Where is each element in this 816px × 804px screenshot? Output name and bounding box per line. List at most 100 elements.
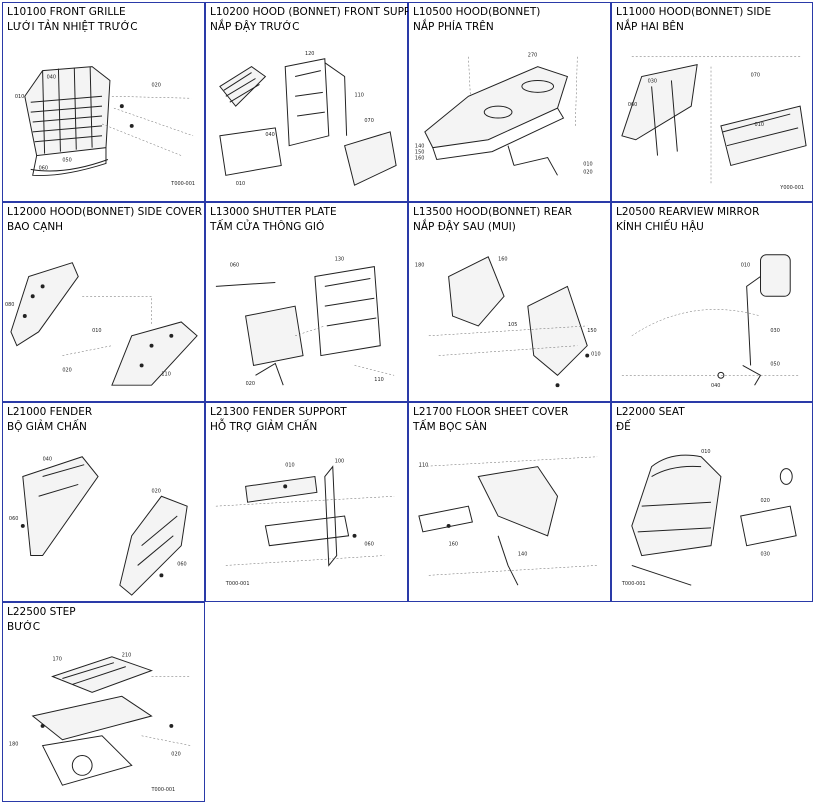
catalog-cell-floor-sheet-cover[interactable]: L21700 FLOOR SHEET COVER TẤM BỌC SÀN 110… — [408, 402, 611, 602]
svg-text:010: 010 — [755, 122, 764, 128]
catalog-cell-hood-front-support[interactable]: L10200 HOOD (BONNET) FRONT SUPPO NẮP ĐẬY… — [205, 2, 419, 202]
part-code-title: L21000 FENDER — [7, 406, 93, 418]
part-vietnamese-title: NẮP HAI BÊN — [616, 21, 684, 33]
svg-text:105: 105 — [508, 322, 517, 328]
catalog-cell-hood-side[interactable]: L11000 HOOD(BONNET) SIDE NẮP HAI BÊN 030… — [611, 2, 813, 202]
svg-text:110: 110 — [355, 92, 364, 98]
svg-text:030: 030 — [770, 328, 779, 334]
part-code-title: L10500 HOOD(BONNET) — [413, 6, 541, 18]
part-vietnamese-title: HỖ TRỢ GIẢM CHẤN — [210, 421, 318, 433]
part-vietnamese-title: BỘ GIẢM CHẤN — [7, 421, 87, 433]
part-code-title: L12000 HOOD(BONNET) SIDE COVER — [7, 206, 203, 218]
svg-text:210: 210 — [122, 653, 131, 659]
part-vietnamese-title: NẮP ĐẬY SAU (MUI) — [413, 221, 516, 233]
svg-text:070: 070 — [364, 118, 373, 124]
svg-text:010: 010 — [15, 94, 24, 100]
svg-text:110: 110 — [419, 463, 428, 469]
svg-text:120: 120 — [305, 51, 314, 57]
part-code-title: L22500 STEP — [7, 606, 76, 618]
part-code-title: L22000 SEAT — [616, 406, 685, 418]
floor-sheet-cover-diagram: 110 160 140 — [418, 456, 598, 586]
svg-text:010: 010 — [236, 181, 245, 187]
part-vietnamese-title: NẮP ĐẬY TRƯỚC — [210, 21, 300, 33]
svg-text:030: 030 — [648, 78, 657, 84]
svg-text:060: 060 — [628, 102, 637, 108]
part-vietnamese-title: TẤM BỌC SÀN — [413, 421, 488, 433]
catalog-cell-fender-support[interactable]: L21300 FENDER SUPPORT HỖ TRỢ GIẢM CHẤN 0… — [205, 402, 408, 602]
svg-text:180: 180 — [415, 263, 424, 269]
svg-text:010: 010 — [285, 463, 294, 469]
svg-text:170: 170 — [53, 657, 62, 663]
svg-text:010: 010 — [741, 263, 750, 269]
hood-rear-diagram: 180 160 105 150 010 — [415, 256, 601, 388]
svg-text:150: 150 — [587, 328, 596, 334]
svg-text:040: 040 — [43, 457, 52, 463]
catalog-cell-hood-rear[interactable]: L13500 HOOD(BONNET) REAR NẮP ĐẬY SAU (MU… — [408, 202, 611, 402]
svg-text:140: 140 — [518, 552, 527, 558]
svg-text:060: 060 — [9, 516, 18, 522]
hood-side-cover-diagram: 080 010 020 110 — [5, 262, 198, 386]
part-vietnamese-title: NẮP PHÍA TRÊN — [413, 21, 494, 33]
svg-text:110: 110 — [374, 377, 383, 383]
svg-text:060: 060 — [364, 542, 373, 548]
part-code-title: L11000 HOOD(BONNET) SIDE — [616, 6, 772, 18]
svg-text:020: 020 — [761, 498, 770, 504]
fender-support-diagram: 010 100 060 T000-001 — [215, 459, 395, 587]
svg-text:110: 110 — [161, 371, 170, 377]
svg-text:160: 160 — [498, 257, 507, 263]
svg-text:020: 020 — [152, 82, 161, 88]
svg-text:080: 080 — [5, 302, 14, 308]
svg-text:270: 270 — [528, 53, 537, 59]
part-code-title: L10200 HOOD (BONNET) FRONT SUPPO — [210, 6, 419, 18]
svg-text:180: 180 — [9, 742, 18, 748]
part-code-title: L10100 FRONT GRILLE — [7, 6, 126, 18]
svg-text:060: 060 — [230, 263, 239, 269]
svg-text:040: 040 — [711, 383, 720, 389]
part-vietnamese-title: BAO CẠNH — [7, 221, 64, 233]
part-vietnamese-title: BƯỚC — [7, 621, 41, 633]
part-code-title: L13000 SHUTTER PLATE — [210, 206, 337, 218]
part-vietnamese-title: TẤM CỬA THÔNG GIÓ — [210, 221, 325, 233]
svg-text:050: 050 — [62, 157, 71, 163]
svg-text:040: 040 — [47, 74, 56, 80]
svg-text:010: 010 — [92, 328, 101, 334]
svg-text:160: 160 — [449, 542, 458, 548]
catalog-cell-hood-side-cover[interactable]: L12000 HOOD(BONNET) SIDE COVER BAO CẠNH … — [2, 202, 205, 402]
svg-text:020: 020 — [152, 488, 161, 494]
part-code-title: L21300 FENDER SUPPORT — [210, 406, 347, 418]
svg-text:100: 100 — [335, 459, 344, 465]
catalog-cell-rearview-mirror[interactable]: L20500 REARVIEW MIRROR KÍNH CHIẾU HẬU 01… — [611, 202, 813, 402]
svg-text:T000-001: T000-001 — [621, 581, 646, 587]
part-code-title: L20500 REARVIEW MIRROR — [616, 206, 760, 218]
part-vietnamese-title: LƯỚI TẢN NHIỆT TRƯỚC — [7, 21, 138, 33]
svg-text:T000-001: T000-001 — [151, 787, 176, 793]
svg-text:020: 020 — [246, 381, 255, 387]
svg-text:070: 070 — [751, 73, 760, 79]
svg-text:010: 010 — [591, 352, 600, 358]
part-code-title: L13500 HOOD(BONNET) REAR — [413, 206, 573, 218]
part-code-title: L21700 FLOOR SHEET COVER — [413, 406, 569, 418]
svg-text:020: 020 — [62, 367, 71, 373]
svg-text:T000-001: T000-001 — [170, 181, 195, 187]
svg-text:T000-001: T000-001 — [225, 581, 250, 587]
catalog-cell-front-grille[interactable]: L10100 FRONT GRILLE LƯỚI TẢN NHIỆT TRƯỚC… — [2, 2, 205, 202]
part-vietnamese-title: ĐẾ — [616, 421, 631, 433]
svg-text:010: 010 — [701, 449, 710, 455]
catalog-cell-shutter-plate[interactable]: L13000 SHUTTER PLATE TẤM CỬA THÔNG GIÓ 0… — [205, 202, 408, 402]
svg-text:060: 060 — [39, 165, 48, 171]
svg-text:010: 010 — [583, 161, 592, 167]
part-vietnamese-title: KÍNH CHIẾU HẬU — [616, 221, 704, 233]
svg-text:020: 020 — [171, 752, 180, 758]
